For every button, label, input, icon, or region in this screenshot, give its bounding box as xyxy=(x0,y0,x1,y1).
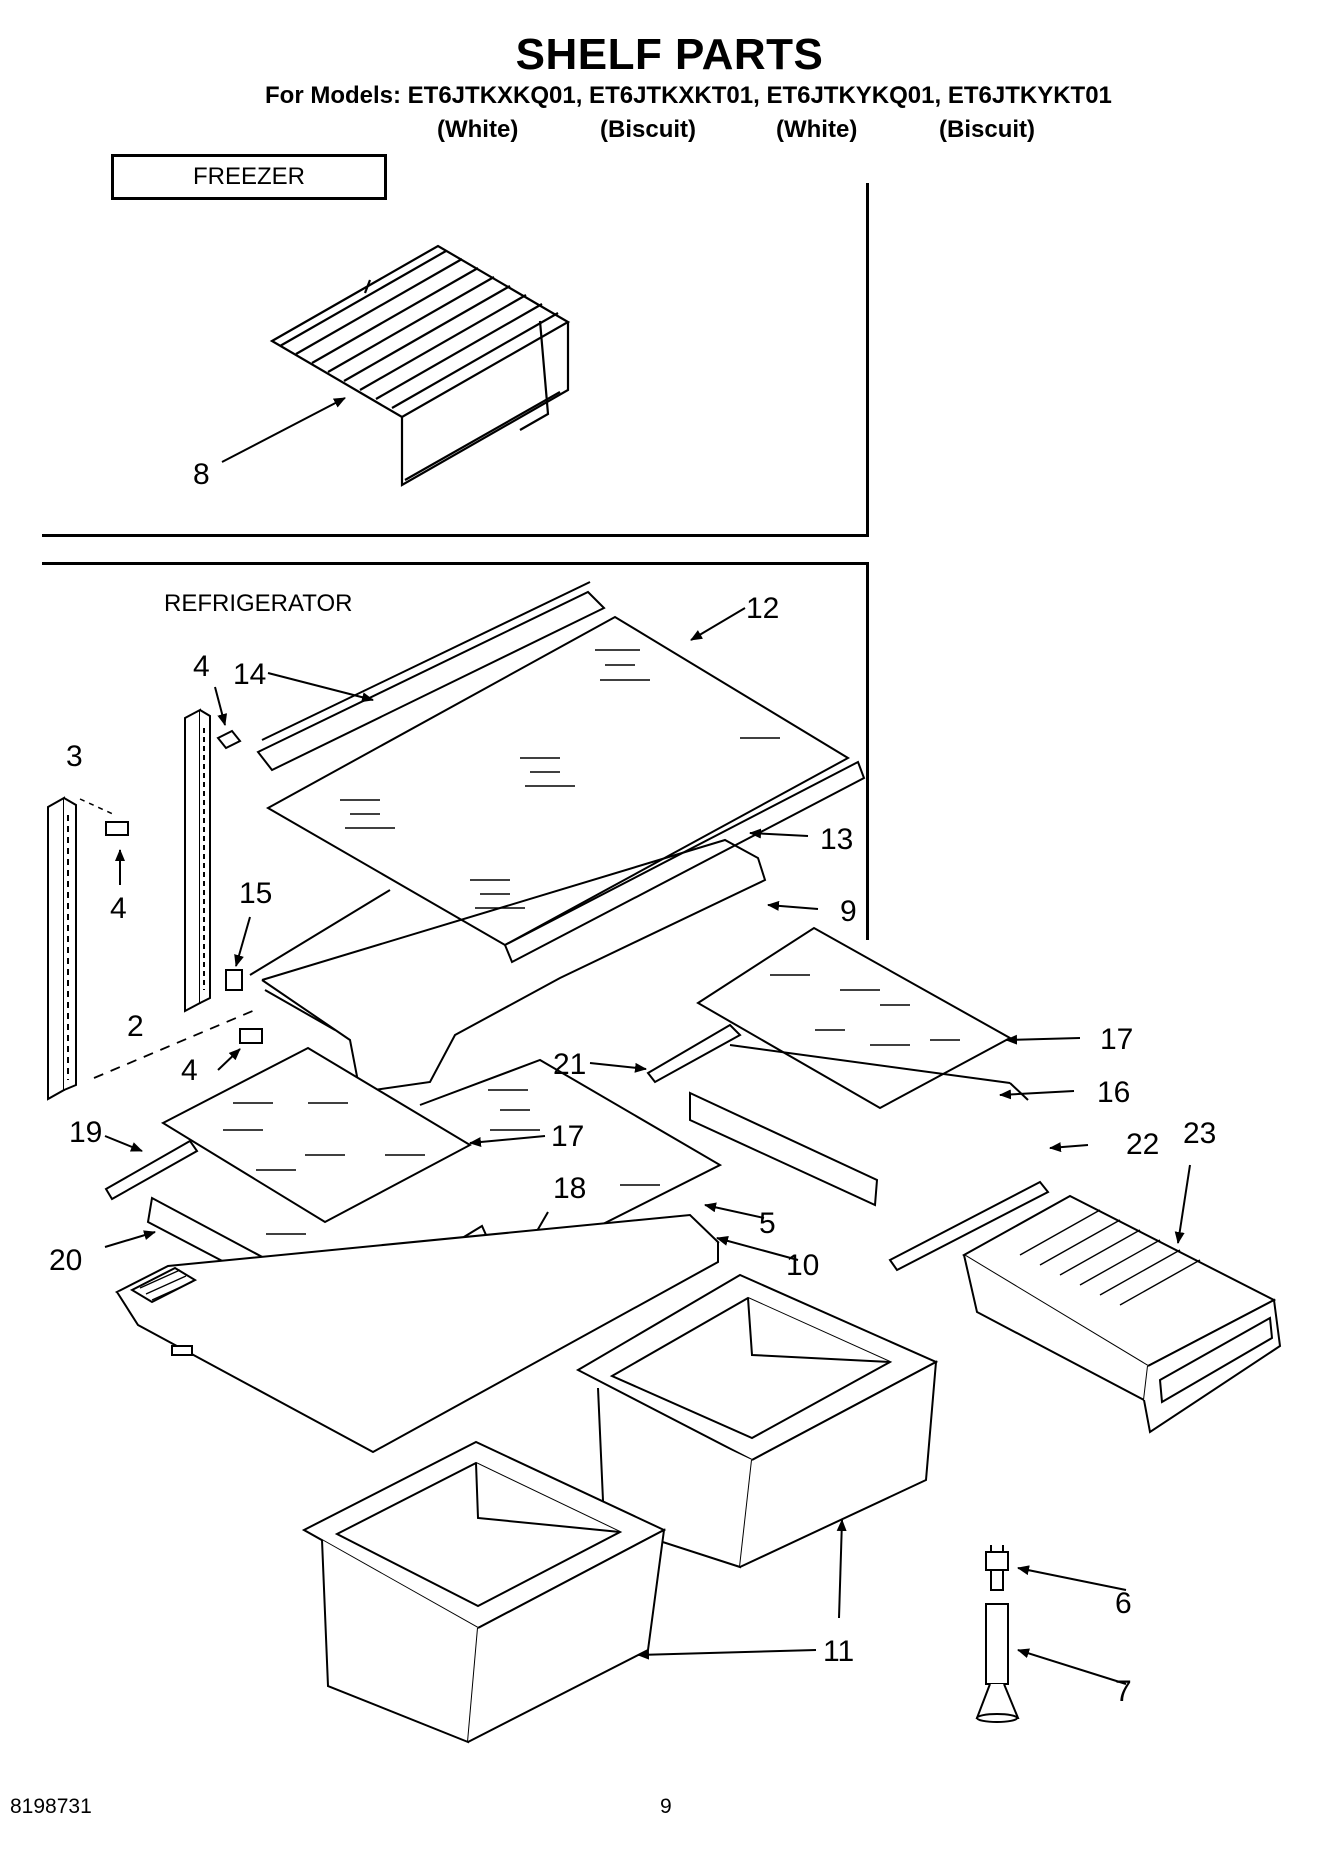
leveling-leg xyxy=(975,1545,1020,1723)
variant-label-3: (White) xyxy=(776,116,858,143)
crisper-drawer-left xyxy=(301,1440,667,1744)
callout-20: 20 xyxy=(49,1244,82,1277)
callout-3: 3 xyxy=(66,740,83,773)
shelf-ladder-right xyxy=(184,708,211,1013)
callout-11: 11 xyxy=(823,1635,854,1668)
document-number: 8198731 xyxy=(10,1795,92,1818)
refrigerator-frame-right xyxy=(866,562,869,940)
callout-22: 22 xyxy=(1126,1128,1159,1161)
variant-label-2: (Biscuit) xyxy=(600,116,696,143)
callout-17-right: 17 xyxy=(1100,1023,1133,1056)
screw-parts xyxy=(105,729,263,1044)
callout-5: 5 xyxy=(759,1207,776,1240)
callout-4-top: 4 xyxy=(193,650,210,683)
meat-drawer xyxy=(962,1194,1282,1434)
callout-6: 6 xyxy=(1115,1587,1132,1620)
freezer-section-label: FREEZER xyxy=(111,154,387,200)
callout-14: 14 xyxy=(233,658,266,691)
freezer-wire-shelf xyxy=(269,244,571,487)
callout-12: 12 xyxy=(746,592,779,625)
refrigerator-frame-top xyxy=(42,562,869,565)
callout-10: 10 xyxy=(786,1249,819,1282)
variant-label-1: (White) xyxy=(437,116,519,143)
shelf-ladder-left xyxy=(47,796,77,1101)
callout-numbers: 8 12 4 14 3 4 15 13 9 2 4 17 21 16 19 17… xyxy=(49,458,1216,1708)
callout-2: 2 xyxy=(127,1010,144,1043)
callout-21: 21 xyxy=(553,1048,586,1081)
models-line: For Models: ET6JTKXKQ01, ET6JTKXKT01, ET… xyxy=(265,82,1112,109)
callout-9: 9 xyxy=(840,895,857,928)
freezer-frame-right xyxy=(866,183,869,537)
page-title: SHELF PARTS xyxy=(515,30,824,79)
page-number: 9 xyxy=(660,1795,672,1818)
crisper-drawer-right xyxy=(575,1273,939,1569)
variant-label-4: (Biscuit) xyxy=(939,116,1035,143)
callout-4-bottom: 4 xyxy=(181,1054,198,1087)
callout-17-left: 17 xyxy=(551,1120,584,1153)
freezer-frame-bottom xyxy=(42,534,869,537)
upper-shelf-frame xyxy=(249,838,767,1094)
spacer-block xyxy=(225,969,243,991)
callout-15: 15 xyxy=(239,877,272,910)
callout-16: 16 xyxy=(1097,1076,1130,1109)
callout-4-left: 4 xyxy=(110,892,127,925)
refrigerator-section-label: REFRIGERATOR xyxy=(164,590,353,617)
upper-glass-shelf xyxy=(256,581,866,964)
callout-18: 18 xyxy=(553,1172,586,1205)
callout-7: 7 xyxy=(1115,1675,1132,1708)
callout-23: 23 xyxy=(1183,1117,1216,1150)
callout-19: 19 xyxy=(69,1116,102,1149)
callout-13: 13 xyxy=(820,823,853,856)
crisper-cover-frame xyxy=(114,1213,720,1454)
right-half-shelf xyxy=(646,926,1050,1272)
callout-8: 8 xyxy=(193,458,210,491)
